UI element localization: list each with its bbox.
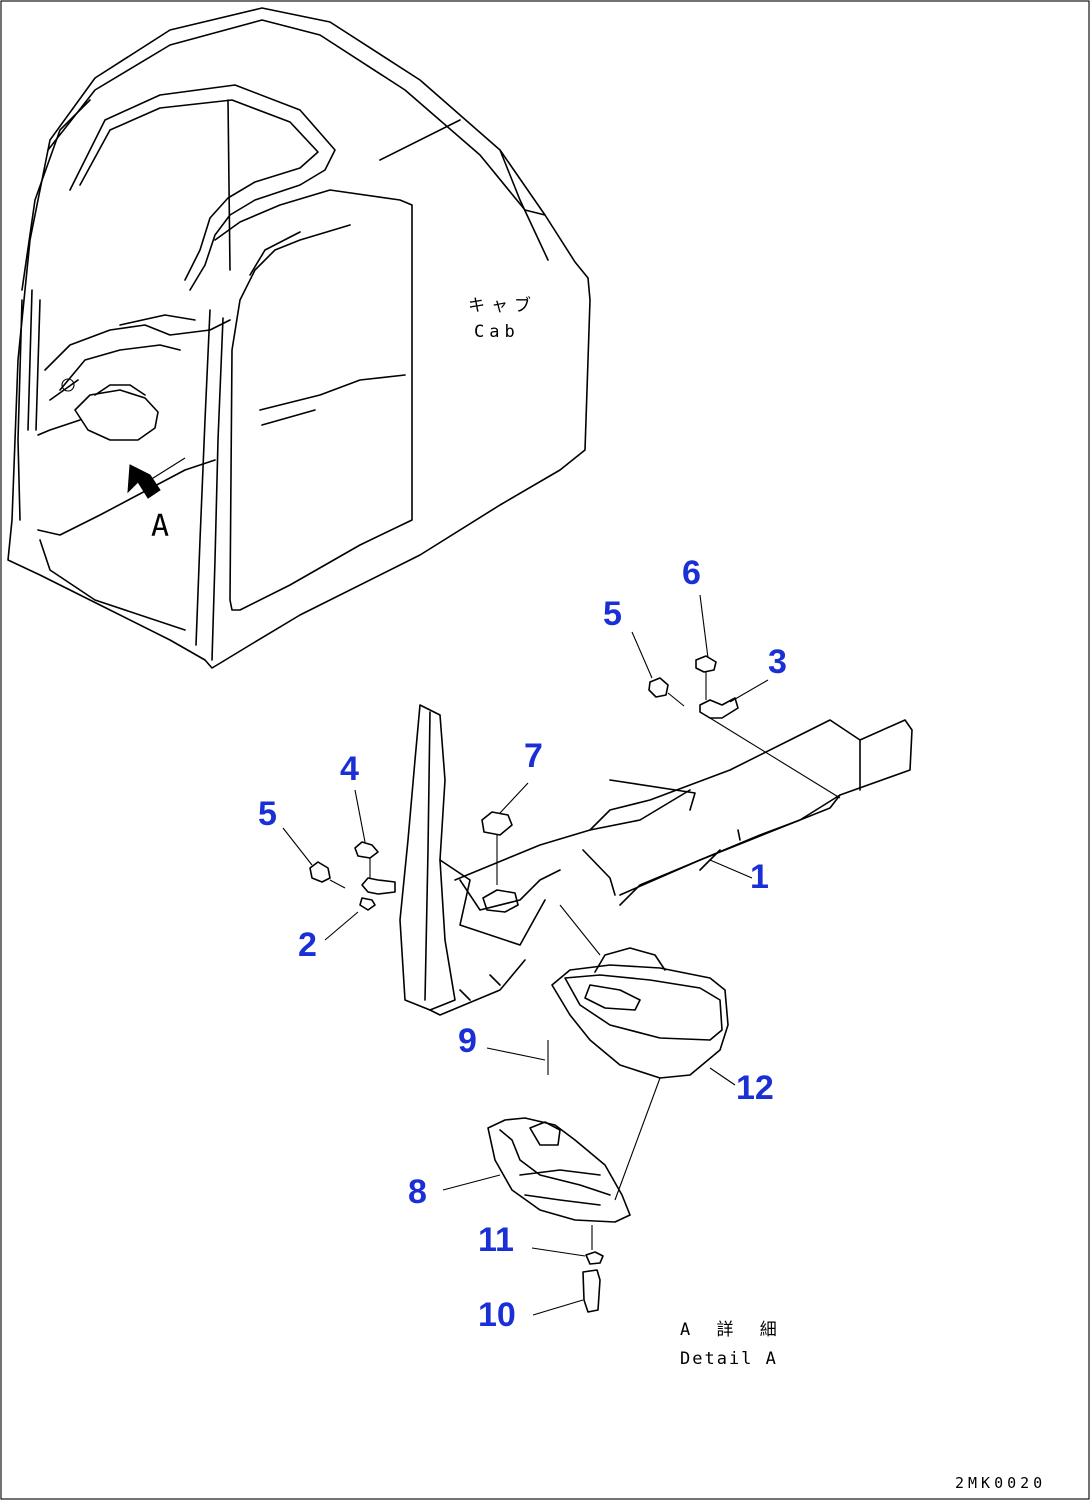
detail-label-en: Detail A <box>680 1349 778 1369</box>
callout-5-left: 5 <box>258 795 277 833</box>
view-letter: A <box>151 509 170 544</box>
callout-2: 2 <box>298 926 317 964</box>
bracket-part-8 <box>487 1040 661 1223</box>
callout-9: 9 <box>458 1022 477 1060</box>
callout-5-right: 5 <box>603 595 622 633</box>
detail-label-jp: A 詳 細 <box>680 1320 785 1340</box>
cab-label-en: Cab <box>474 322 520 342</box>
view-arrow-icon <box>127 464 161 499</box>
rubber-cap-7 <box>481 811 519 913</box>
cab-outline <box>7 7 591 669</box>
callout-6: 6 <box>682 554 701 592</box>
callout-4: 4 <box>340 750 359 788</box>
callout-10: 10 <box>478 1296 516 1334</box>
lamp-part-12 <box>551 904 729 1079</box>
callout-12: 12 <box>736 1069 774 1107</box>
callout-leaders <box>282 594 769 1316</box>
callout-3: 3 <box>768 643 787 681</box>
drawing-code: 2MK0020 <box>955 1474 1047 1492</box>
vertical-plate <box>399 704 546 1016</box>
callout-11: 11 <box>478 1221 514 1259</box>
callout-8: 8 <box>408 1173 427 1211</box>
callout-7: 7 <box>524 737 543 775</box>
callout-1: 1 <box>750 858 769 896</box>
clips-right <box>648 655 841 799</box>
clips-left <box>309 841 396 911</box>
cab-label-jp: キャブ <box>468 296 537 316</box>
fasteners-10-11 <box>582 1225 604 1313</box>
